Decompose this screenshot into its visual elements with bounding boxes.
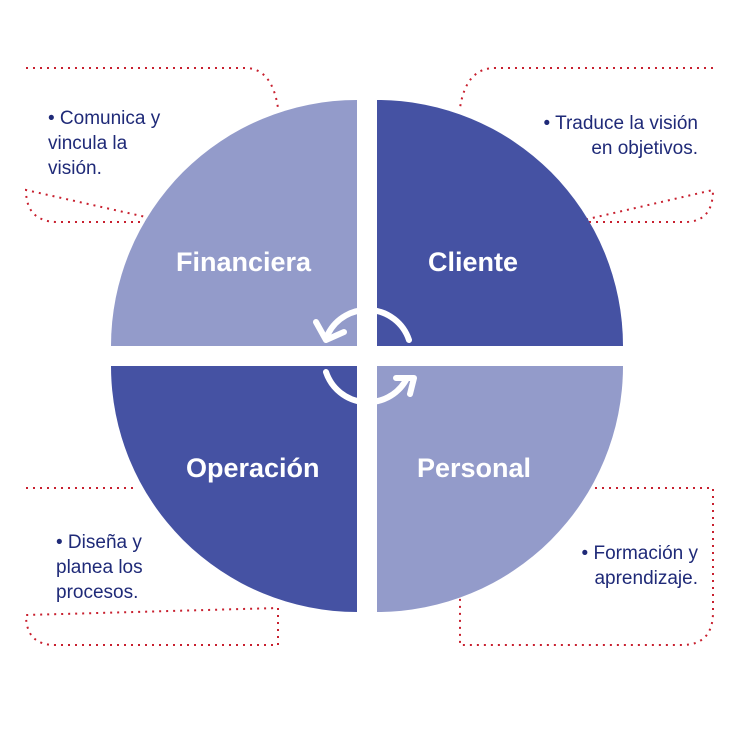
note-line: vincula la — [48, 133, 128, 154]
quadrant-label-cliente: Cliente — [428, 247, 519, 277]
note-line: aprendizaje. — [594, 568, 698, 589]
note-line: • Formación y — [581, 543, 698, 564]
quadrant-financiera — [111, 100, 357, 346]
note-line: • Comunica y — [48, 108, 161, 129]
note-line: • Traduce la visión — [543, 113, 698, 134]
note-bottom-left: • Diseña y planea los procesos. — [56, 530, 236, 605]
callout-top-left-border — [24, 67, 279, 223]
note-top-right: • Traduce la visión en objetivos. — [498, 111, 698, 161]
note-line: planea los — [56, 557, 143, 578]
quadrant-operacion — [111, 366, 357, 612]
cycle-arrows-icon — [313, 306, 417, 406]
note-line: procesos. — [56, 582, 139, 603]
quadrant-label-personal: Personal — [417, 453, 532, 483]
quadrant-personal — [377, 366, 623, 612]
quadrant-label-financiera: Financiera — [176, 247, 312, 277]
quadrant-cliente — [377, 100, 623, 346]
callout-top-right-border — [459, 67, 715, 223]
note-line: • Diseña y — [56, 532, 142, 553]
quadrant-label-operacion: Operación — [186, 453, 320, 483]
note-line: visión. — [48, 158, 102, 179]
callout-bottom-left-border — [24, 487, 279, 646]
note-line: en objetivos. — [591, 138, 698, 159]
note-bottom-right: • Formación y aprendizaje. — [518, 541, 698, 591]
note-top-left: • Comunica y vincula la visión. — [48, 106, 228, 181]
